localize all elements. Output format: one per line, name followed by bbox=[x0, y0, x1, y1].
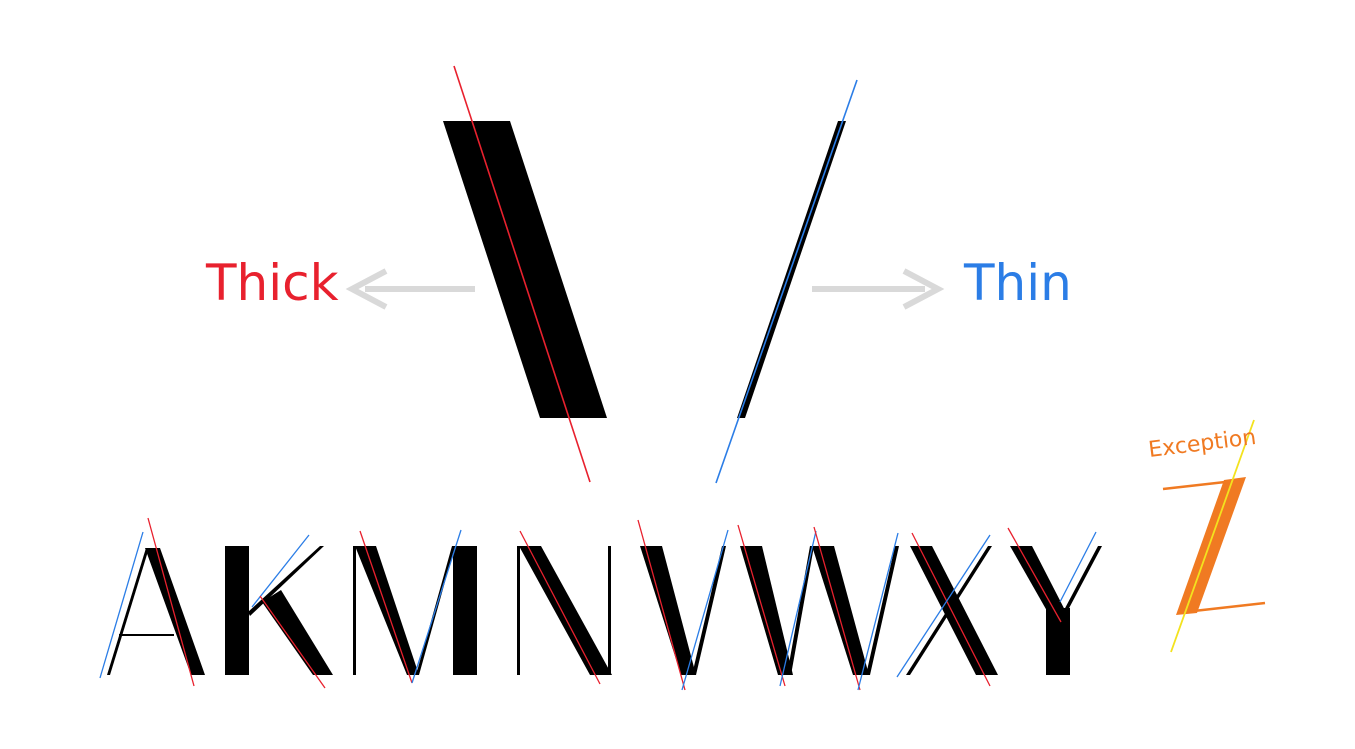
letter-k-thin-axis bbox=[251, 534, 310, 608]
letter-n bbox=[517, 530, 612, 685]
arrow-left-head bbox=[345, 268, 388, 310]
letter-a-thick-axis bbox=[147, 517, 195, 687]
thin-stroke-demo bbox=[715, 79, 858, 484]
letter-x-thin-stroke bbox=[906, 546, 992, 675]
letter-x-thin-axis bbox=[896, 534, 991, 678]
letter-v bbox=[637, 519, 729, 691]
thick-stroke-demo bbox=[443, 65, 607, 483]
letter-w-thin-stroke-2 bbox=[866, 546, 899, 675]
letter-x-thick-axis bbox=[911, 532, 991, 687]
letter-w-thick-axis-1 bbox=[737, 524, 786, 687]
letter-k-thick-axis bbox=[259, 595, 326, 689]
letter-m-right-stem bbox=[453, 546, 477, 675]
letter-x bbox=[896, 532, 998, 687]
letter-w-thick-stroke-2 bbox=[812, 546, 869, 675]
letter-k-thick-leg bbox=[262, 590, 333, 675]
letter-n-thick-diagonal bbox=[519, 546, 612, 675]
letter-w-thick-stroke-1 bbox=[740, 546, 793, 675]
letter-k bbox=[225, 534, 333, 689]
arrow-right-to-thin bbox=[812, 268, 945, 310]
exception-z-diagonal bbox=[1176, 477, 1246, 615]
letter-w-thin-axis-1 bbox=[779, 530, 817, 687]
letter-v-thick-axis bbox=[637, 519, 686, 691]
letter-x-thick-stroke bbox=[910, 546, 998, 675]
letter-a-thick-stroke bbox=[145, 548, 205, 675]
letter-y-thick-stroke bbox=[1010, 546, 1069, 618]
letter-v-thick-stroke bbox=[640, 546, 696, 675]
letter-a-thin-axis bbox=[99, 531, 144, 679]
letter-w-thick-axis-2 bbox=[813, 526, 861, 691]
letter-w bbox=[737, 524, 899, 691]
letter-n-left-stem bbox=[517, 546, 520, 675]
letter-y-stem bbox=[1046, 608, 1070, 675]
arrow-right-head bbox=[902, 268, 945, 310]
letter-a-thin-stroke bbox=[107, 548, 149, 675]
exception-z bbox=[1162, 419, 1266, 653]
thin-label: Thin bbox=[964, 254, 1072, 312]
letter-w-thin-axis-2 bbox=[857, 532, 899, 691]
thick-stroke bbox=[443, 121, 607, 418]
letter-k-thin-arm bbox=[248, 546, 324, 616]
exception-z-axis bbox=[1170, 419, 1255, 653]
letter-y-thin-axis bbox=[1059, 531, 1097, 603]
letter-y bbox=[1007, 527, 1102, 675]
letter-m-thick-axis bbox=[359, 530, 413, 684]
letter-m-left-stem bbox=[353, 546, 356, 675]
thick-label: Thick bbox=[206, 254, 339, 312]
letter-y-thick-axis bbox=[1007, 527, 1062, 623]
exception-z-bottom-line bbox=[1184, 601, 1266, 614]
letter-n-thick-axis bbox=[519, 530, 601, 685]
letter-a-crossbar bbox=[119, 634, 174, 636]
letter-m bbox=[353, 529, 477, 684]
letter-m-thin-axis bbox=[411, 529, 462, 684]
letter-n-right-stem bbox=[608, 546, 611, 675]
thick-axis-line bbox=[453, 65, 591, 483]
letter-a bbox=[99, 517, 205, 687]
letter-v-thin-stroke bbox=[692, 546, 726, 675]
letter-w-thin-stroke-1 bbox=[787, 546, 814, 675]
letter-y-thin-stroke bbox=[1063, 546, 1102, 612]
letter-v-thin-axis bbox=[681, 529, 729, 691]
letter-k-stem bbox=[225, 546, 249, 675]
arrow-left-to-thick bbox=[345, 268, 475, 310]
thin-axis-line bbox=[715, 79, 858, 484]
letter-row bbox=[99, 517, 1102, 691]
